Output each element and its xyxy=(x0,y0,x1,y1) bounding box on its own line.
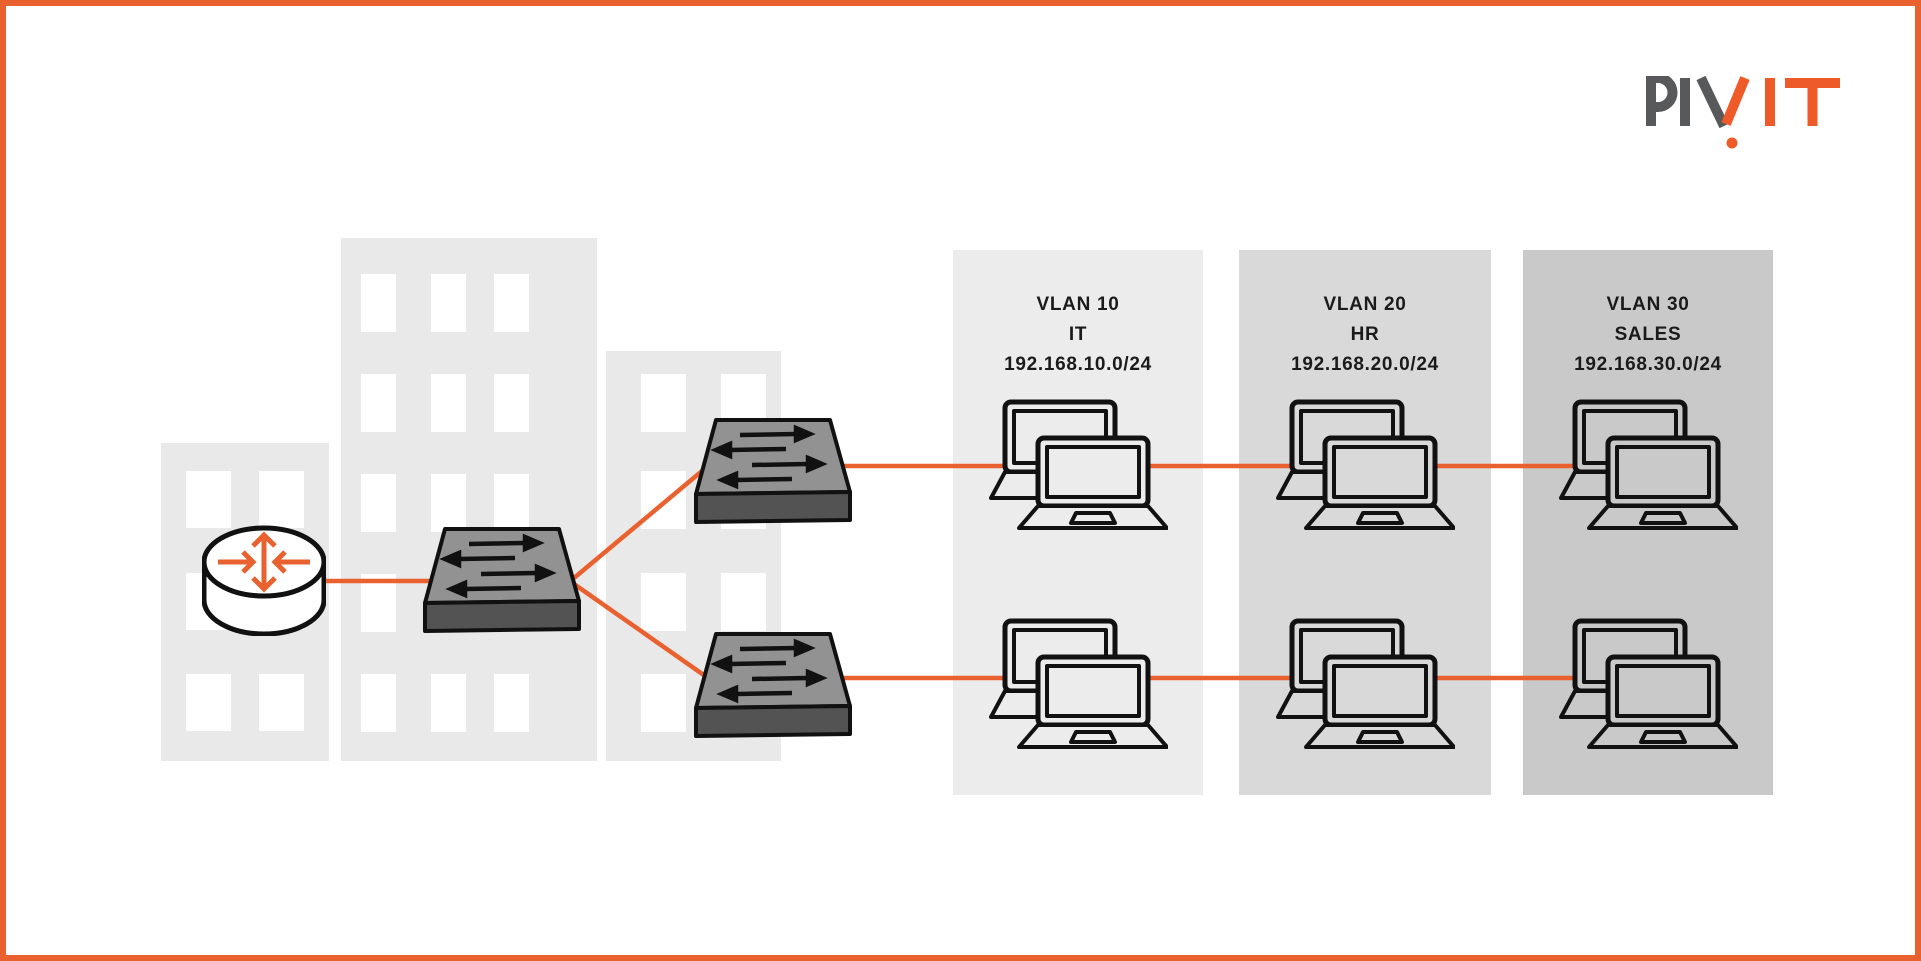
core-switch-icon xyxy=(423,527,581,633)
building-window xyxy=(494,374,529,432)
vlan-name-label: VLAN 10 xyxy=(1036,294,1120,315)
building-window xyxy=(361,274,396,332)
building-window xyxy=(361,374,396,432)
building-window xyxy=(494,674,529,732)
laptop-pair-icon xyxy=(1558,618,1738,750)
building-window xyxy=(431,374,466,432)
building-window xyxy=(361,674,396,732)
laptop-pair-icon xyxy=(1558,399,1738,531)
building-window xyxy=(641,674,686,732)
building-window xyxy=(494,474,529,532)
building-window xyxy=(431,474,466,532)
laptop-pair-icon xyxy=(988,618,1168,750)
vlan-name-label: VLAN 30 xyxy=(1606,294,1690,315)
building-window xyxy=(259,674,304,731)
building-window xyxy=(431,274,466,332)
building-window xyxy=(431,674,466,732)
building-window xyxy=(641,573,686,631)
building-window xyxy=(186,674,231,731)
vlan-name-label: VLAN 20 xyxy=(1323,294,1407,315)
building-window xyxy=(494,274,529,332)
router-icon xyxy=(202,524,326,636)
building-window xyxy=(361,574,396,632)
building-window xyxy=(641,471,686,529)
laptop-pair-icon xyxy=(1275,618,1455,750)
vlan-subnet-label: 192.168.30.0/24 xyxy=(1574,354,1722,375)
building-window xyxy=(259,471,304,528)
pivit-logo xyxy=(1646,76,1840,149)
vlan-department-label: SALES xyxy=(1614,324,1682,345)
vlan-department-label: HR xyxy=(1350,324,1380,345)
building-silhouette xyxy=(341,238,597,761)
vlan-department-label: IT xyxy=(1068,324,1088,345)
vlan-subnet-label: 192.168.10.0/24 xyxy=(1004,354,1152,375)
building-window xyxy=(186,471,231,528)
building-window xyxy=(641,374,686,432)
laptop-pair-icon xyxy=(1275,399,1455,531)
access-switch-1-icon xyxy=(694,418,852,524)
building-window xyxy=(721,573,766,631)
laptop-pair-icon xyxy=(988,399,1168,531)
vlan-subnet-label: 192.168.20.0/24 xyxy=(1291,354,1439,375)
building-window xyxy=(361,474,396,532)
access-switch-2-icon xyxy=(694,632,852,738)
